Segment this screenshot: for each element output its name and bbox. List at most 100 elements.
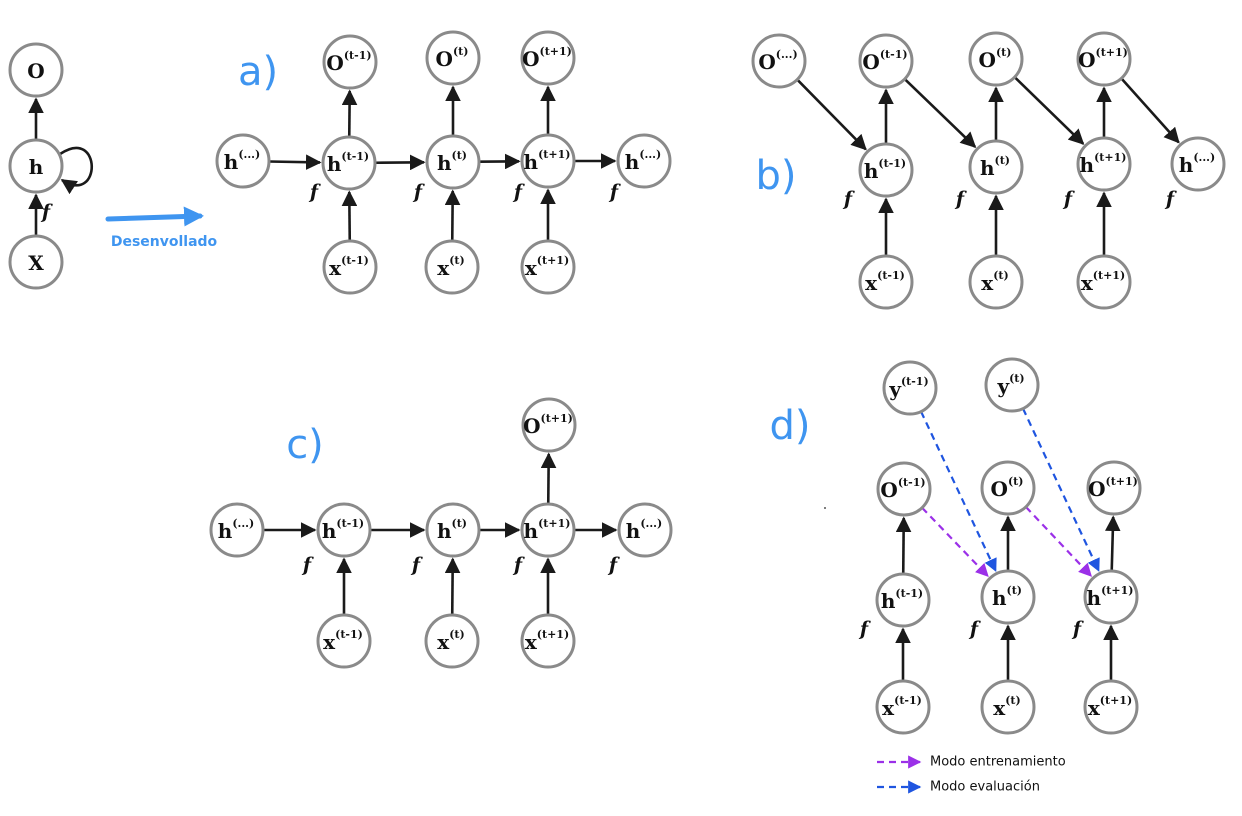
a-node-o1-label: O(t-1)	[326, 49, 371, 75]
b-node-h2-circle	[968, 139, 1024, 195]
c-f-label-2: f	[512, 554, 525, 576]
d-node-y2-circle	[984, 357, 1040, 413]
c-node-x1-label: x(t-1)	[323, 628, 363, 654]
a-node-x3-label: x(t+1)	[525, 254, 569, 280]
d-node-h3-circle	[1083, 569, 1139, 625]
c-edge-x2-to-h2	[444, 557, 461, 616]
a-node-o2-label: O(t)	[436, 45, 469, 71]
panel-label-a: a)	[238, 49, 278, 95]
b-node-h1-label: h(t-1)	[864, 157, 906, 183]
b-f-label-3: f	[1164, 188, 1177, 210]
c-node-x3-circle	[520, 613, 576, 669]
panel-label-d: d)	[770, 403, 811, 449]
c-node-x1: x(t-1)	[316, 613, 372, 669]
c-node-h1: h(t-1)	[316, 502, 372, 558]
d-node-y1-label: y(t-1)	[888, 375, 928, 401]
c-node-h2: h(t)	[425, 502, 481, 558]
c-node-o3: O(t+1)	[521, 397, 577, 453]
c-node-h2-label: h(t)	[437, 517, 467, 543]
a-node-h1-circle	[321, 135, 377, 191]
b-node-op: O(...)	[751, 33, 807, 89]
b-edge-o3-to-hn	[1120, 77, 1180, 144]
b-node-h1: h(t-1)	[858, 142, 914, 198]
a-node-o3-circle	[520, 30, 576, 86]
b-node-x1-circle	[858, 254, 914, 310]
b-node-x2: x(t)	[968, 254, 1024, 310]
b-node-hn-label: h(...)	[1179, 151, 1215, 177]
a-node-o3: O(t+1)	[520, 30, 576, 86]
d-node-h3: h(t+1)	[1083, 569, 1139, 625]
folded-node-x-circle	[8, 234, 64, 290]
b-node-hn: h(...)	[1170, 136, 1226, 192]
d-edge-h1-to-o1	[895, 516, 912, 575]
b-node-h3-circle	[1076, 136, 1132, 192]
d-node-y1-circle	[882, 360, 938, 416]
d-node-h2: h(t)	[980, 569, 1036, 625]
a-node-x1-circle	[322, 239, 378, 295]
a-node-hp-label: h(...)	[224, 148, 260, 174]
a-node-hn-label: h(...)	[625, 148, 661, 174]
c-node-x1-circle	[316, 613, 372, 669]
c-node-x2: x(t)	[424, 613, 480, 669]
b-node-h3-label: h(t+1)	[1080, 151, 1127, 177]
b-node-h2-label: h(t)	[980, 154, 1010, 180]
a-node-x3-circle	[520, 239, 576, 295]
c-node-h3-circle	[520, 502, 576, 558]
b-edge-o2-to-h3	[1013, 76, 1085, 145]
panel-label-b: b)	[756, 153, 797, 199]
d-node-o1-circle	[876, 461, 932, 517]
b-node-o2: O(t)	[968, 31, 1024, 87]
d-edge-o1-to-h2	[921, 506, 989, 578]
b-node-x2-label: x(t)	[981, 269, 1008, 295]
d-node-x1: x(t-1)	[875, 679, 931, 735]
c-node-hn-label: h(...)	[626, 517, 662, 543]
a-f-label-2: f	[512, 181, 525, 203]
b-node-hn-circle	[1170, 136, 1226, 192]
folded-node-x-label: X	[28, 251, 44, 275]
a-node-o2: O(t)	[425, 30, 481, 86]
b-edge-o1-to-h2	[903, 78, 977, 148]
a-node-x2: x(t)	[424, 239, 480, 295]
a-node-h2: h(t)	[425, 134, 481, 190]
folded-node-h-circle	[8, 138, 64, 194]
a-node-x2-label: x(t)	[437, 254, 464, 280]
b-node-x3-label: x(t+1)	[1081, 269, 1125, 295]
b-node-h2: h(t)	[968, 139, 1024, 195]
folded-node-h: h	[8, 138, 64, 194]
b-node-x1-label: x(t-1)	[865, 269, 905, 295]
c-node-o3-label: O(t+1)	[523, 412, 573, 438]
d-node-o1-label: O(t-1)	[880, 476, 925, 502]
d-node-y1: y(t-1)	[882, 360, 938, 416]
a-node-h3-label: h(t+1)	[524, 148, 571, 174]
legend-train-label: Modo entrenamiento	[930, 755, 1066, 770]
folded-node-o-label: O	[27, 59, 44, 83]
a-node-o1: O(t-1)	[322, 34, 378, 90]
d-node-h2-label: h(t)	[992, 584, 1022, 610]
panel-label-c: c)	[286, 422, 324, 468]
a-node-o3-label: O(t+1)	[522, 45, 572, 71]
a-f-label-3: f	[608, 181, 621, 203]
c-node-h3: h(t+1)	[520, 502, 576, 558]
b-node-o3-label: O(t+1)	[1078, 46, 1128, 72]
d-node-h2-circle	[980, 569, 1036, 625]
a-node-h3-circle	[520, 133, 576, 189]
d-node-x2-label: x(t)	[993, 694, 1020, 720]
b-node-h3: h(t+1)	[1076, 136, 1132, 192]
b-f-label-2: f	[1062, 188, 1075, 210]
a-node-x2-circle	[424, 239, 480, 295]
folded-node-h-label: h	[29, 155, 44, 179]
a-f-label-1: f	[412, 181, 425, 203]
b-node-o3-circle	[1076, 31, 1132, 87]
a-node-hn-circle	[616, 133, 672, 189]
b-node-o2-circle	[968, 31, 1024, 87]
b-node-x3-circle	[1076, 254, 1132, 310]
folded-edge-h-self-loop	[59, 146, 94, 195]
a-f-label-0: f	[308, 181, 321, 203]
b-node-o1-circle	[858, 33, 914, 89]
d-edge-h3-to-o3	[1105, 515, 1121, 572]
d-node-o2-label: O(t)	[991, 475, 1024, 501]
d-node-x1-label: x(t-1)	[882, 694, 922, 720]
d-node-h1: h(t-1)	[875, 572, 931, 628]
